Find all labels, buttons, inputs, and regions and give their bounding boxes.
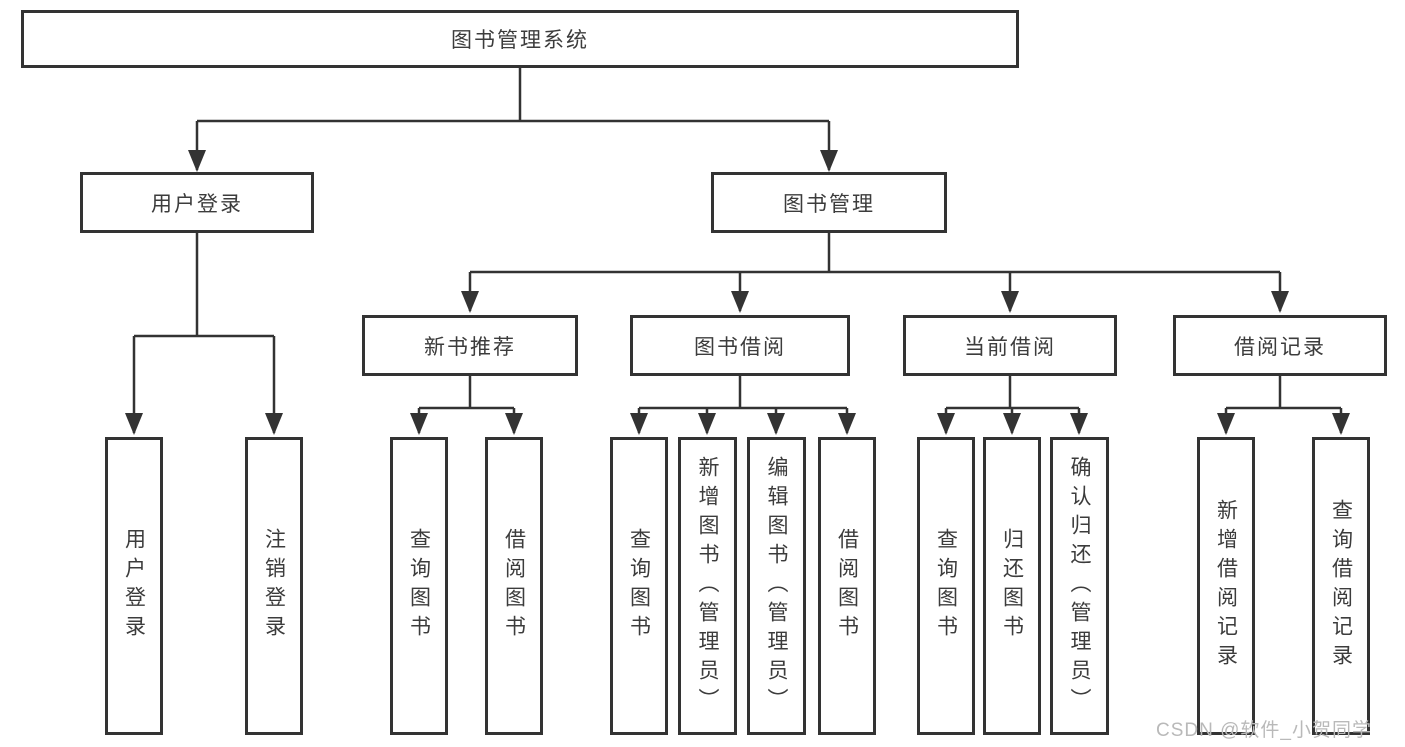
- node-new-book-recommend-label: 新书推荐: [424, 335, 516, 359]
- node-book-management-label: 图书管理: [783, 192, 875, 216]
- node-new-book-recommend: 新书推荐: [362, 315, 578, 376]
- leaf-query-book-borrow-label: 查询图书: [627, 528, 651, 644]
- leaf-user-login: 用户登录: [105, 437, 163, 735]
- leaf-logout-label: 注销登录: [262, 528, 286, 644]
- leaf-add-book-admin-label: 新增图书（管理员）: [696, 455, 719, 717]
- node-current-borrow: 当前借阅: [903, 315, 1117, 376]
- connector-root-to-level2: [197, 67, 829, 123]
- csdn-watermark: CSDN @软件_小贺同学: [1156, 720, 1372, 741]
- connector-user-login-children: [134, 233, 274, 338]
- connector-book-borrow-children: [639, 376, 847, 410]
- leaf-query-book-borrow: 查询图书: [610, 437, 668, 735]
- leaf-query-book-current-label: 查询图书: [934, 528, 958, 644]
- leaf-borrow-book-recommend: 借阅图书: [485, 437, 543, 735]
- leaf-query-borrow-record-label: 查询借阅记录: [1329, 499, 1353, 673]
- leaf-return-book: 归还图书: [983, 437, 1041, 735]
- leaf-edit-book-admin-label: 编辑图书（管理员）: [765, 455, 788, 717]
- connector-book-mgmt-children: [470, 233, 1280, 274]
- node-current-borrow-label: 当前借阅: [964, 335, 1056, 359]
- node-user-login: 用户登录: [80, 172, 314, 233]
- node-borrow-records: 借阅记录: [1173, 315, 1387, 376]
- connector-current-borrow-children: [946, 376, 1079, 410]
- node-book-management: 图书管理: [711, 172, 947, 233]
- leaf-edit-book-admin: 编辑图书（管理员）: [747, 437, 806, 735]
- leaf-query-book-current: 查询图书: [917, 437, 975, 735]
- leaf-query-book-recommend-label: 查询图书: [407, 528, 431, 644]
- leaf-borrow-book-label: 借阅图书: [835, 528, 859, 644]
- leaf-add-borrow-record: 新增借阅记录: [1197, 437, 1255, 735]
- node-book-borrow: 图书借阅: [630, 315, 850, 376]
- leaf-borrow-book-recommend-label: 借阅图书: [502, 528, 526, 644]
- connector-new-book-children: [419, 376, 514, 410]
- node-book-borrow-label: 图书借阅: [694, 335, 786, 359]
- leaf-query-borrow-record: 查询借阅记录: [1312, 437, 1370, 735]
- leaf-query-book-recommend: 查询图书: [390, 437, 448, 735]
- leaf-add-book-admin: 新增图书（管理员）: [678, 437, 737, 735]
- leaf-user-login-label: 用户登录: [122, 528, 146, 644]
- node-user-login-label: 用户登录: [151, 192, 243, 216]
- leaf-add-borrow-record-label: 新增借阅记录: [1214, 499, 1238, 673]
- leaf-confirm-return-admin-label: 确认归还（管理员）: [1068, 455, 1091, 717]
- leaf-borrow-book: 借阅图书: [818, 437, 876, 735]
- leaf-return-book-label: 归还图书: [1000, 528, 1024, 644]
- leaf-logout: 注销登录: [245, 437, 303, 735]
- node-root-label: 图书管理系统: [451, 29, 589, 52]
- connector-borrow-records-children: [1226, 376, 1341, 410]
- leaf-confirm-return-admin: 确认归还（管理员）: [1050, 437, 1109, 735]
- node-root-system: 图书管理系统: [21, 10, 1019, 68]
- node-borrow-records-label: 借阅记录: [1234, 335, 1326, 359]
